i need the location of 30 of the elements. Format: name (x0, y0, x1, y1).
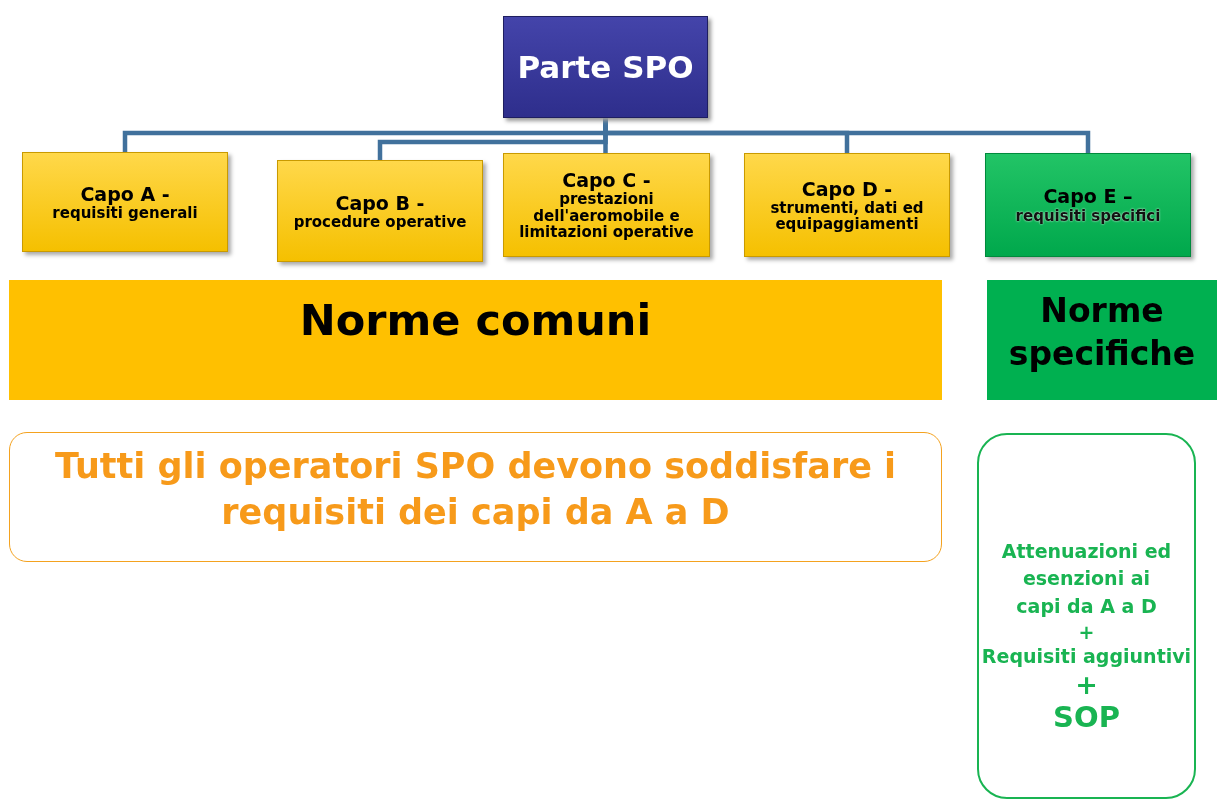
band (987, 280, 1217, 400)
chapter-heading: Capo D - (801, 177, 893, 200)
note-box (9, 432, 942, 562)
note-box (977, 433, 1196, 799)
chapter-description: prestazioni dell'aeromobile e limitazioni operative (518, 191, 695, 241)
chapter-heading: Capo E – (1043, 185, 1133, 207)
chapter-description: requisiti specifici (1015, 207, 1161, 225)
title-box (503, 16, 708, 118)
chapter-heading: Capo B - (335, 191, 425, 214)
node-text: Tutti gli operatori SPO devono soddisfare i requisiti dei capi da A a D (53, 445, 898, 534)
chapter-description: strumenti, dati ed equipaggiamenti (769, 199, 925, 233)
chapter-description: requisiti generali (52, 204, 198, 222)
chapter-box (985, 153, 1191, 257)
node-text: Norme specifiche (1007, 289, 1197, 375)
node-text: Parte SPO (517, 49, 694, 85)
chapter-heading: Capo A - (80, 182, 170, 205)
node-text: Attenuazioni ed esenzioni ai capi da A a D (1000, 538, 1173, 619)
chapter-heading: Capo C - (562, 169, 651, 192)
node-text: Norme comuni (299, 295, 652, 345)
node-text: SOP (1053, 700, 1120, 735)
chapter-description: procedure operative (293, 213, 467, 231)
chapter-box (22, 152, 228, 252)
chapter-box (744, 153, 950, 257)
chapter-box (503, 153, 710, 257)
band (9, 280, 942, 400)
node-text: + (1075, 669, 1098, 701)
chapter-box (277, 160, 483, 262)
node-text: Requisiti aggiuntivi (981, 643, 1192, 669)
connector-line (603, 118, 1091, 153)
node-text: + (1078, 620, 1095, 643)
